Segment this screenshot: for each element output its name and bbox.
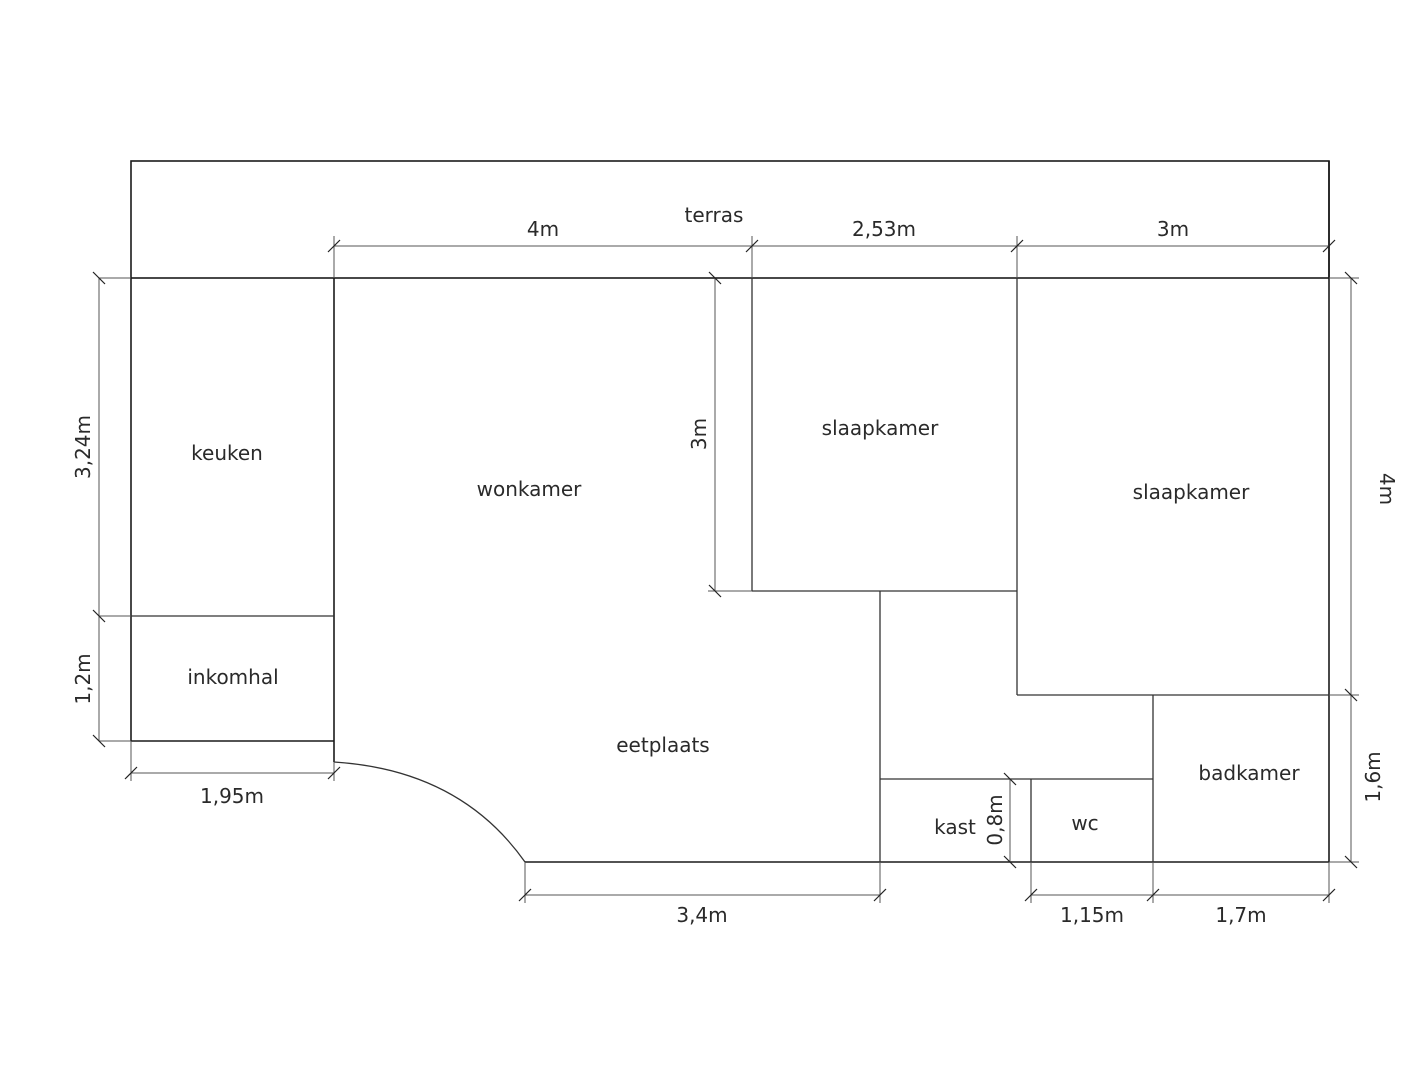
room-label-wonkamer: wonkamer xyxy=(477,477,583,501)
room-label-wc: wc xyxy=(1071,811,1098,835)
dimension-lines xyxy=(92,236,1359,903)
dim-label-inner-3m: 3m xyxy=(687,418,711,450)
room-label-terras: terras xyxy=(685,203,744,227)
dim-label-1-2m: 1,2m xyxy=(71,653,95,704)
room-label-slaapkamer-1: slaapkamer xyxy=(822,416,939,440)
dim-label-0-8m: 0,8m xyxy=(983,794,1007,845)
dim-label-right-1-6m: 1,6m xyxy=(1361,751,1385,802)
dimension-labels: 4m 2,53m 3m 1,95m 3,4m 1,15m 1,7m 3,24m … xyxy=(71,217,1399,927)
room-label-keuken: keuken xyxy=(191,441,263,465)
dim-label-top-4m: 4m xyxy=(527,217,559,241)
dim-label-3-24m: 3,24m xyxy=(71,415,95,479)
door-swing-arc xyxy=(333,761,526,863)
room-label-badkamer: badkamer xyxy=(1198,761,1300,785)
room-labels: terras keuken inkomhal wonkamer eetplaat… xyxy=(187,203,1300,839)
dim-label-3-4m: 3,4m xyxy=(676,903,727,927)
dim-label-top-3m: 3m xyxy=(1157,217,1189,241)
room-label-kast: kast xyxy=(934,815,976,839)
room-label-inkomhal: inkomhal xyxy=(187,665,278,689)
room-label-slaapkamer-2: slaapkamer xyxy=(1133,480,1250,504)
room-label-eetplaats: eetplaats xyxy=(616,733,709,757)
dim-label-1-7m: 1,7m xyxy=(1215,903,1266,927)
dim-label-1-15m: 1,15m xyxy=(1060,903,1124,927)
walls xyxy=(130,160,1330,863)
dim-label-right-4m: 4m xyxy=(1375,473,1399,505)
dim-label-1-95m: 1,95m xyxy=(200,784,264,808)
dim-label-top-2-53m: 2,53m xyxy=(852,217,916,241)
